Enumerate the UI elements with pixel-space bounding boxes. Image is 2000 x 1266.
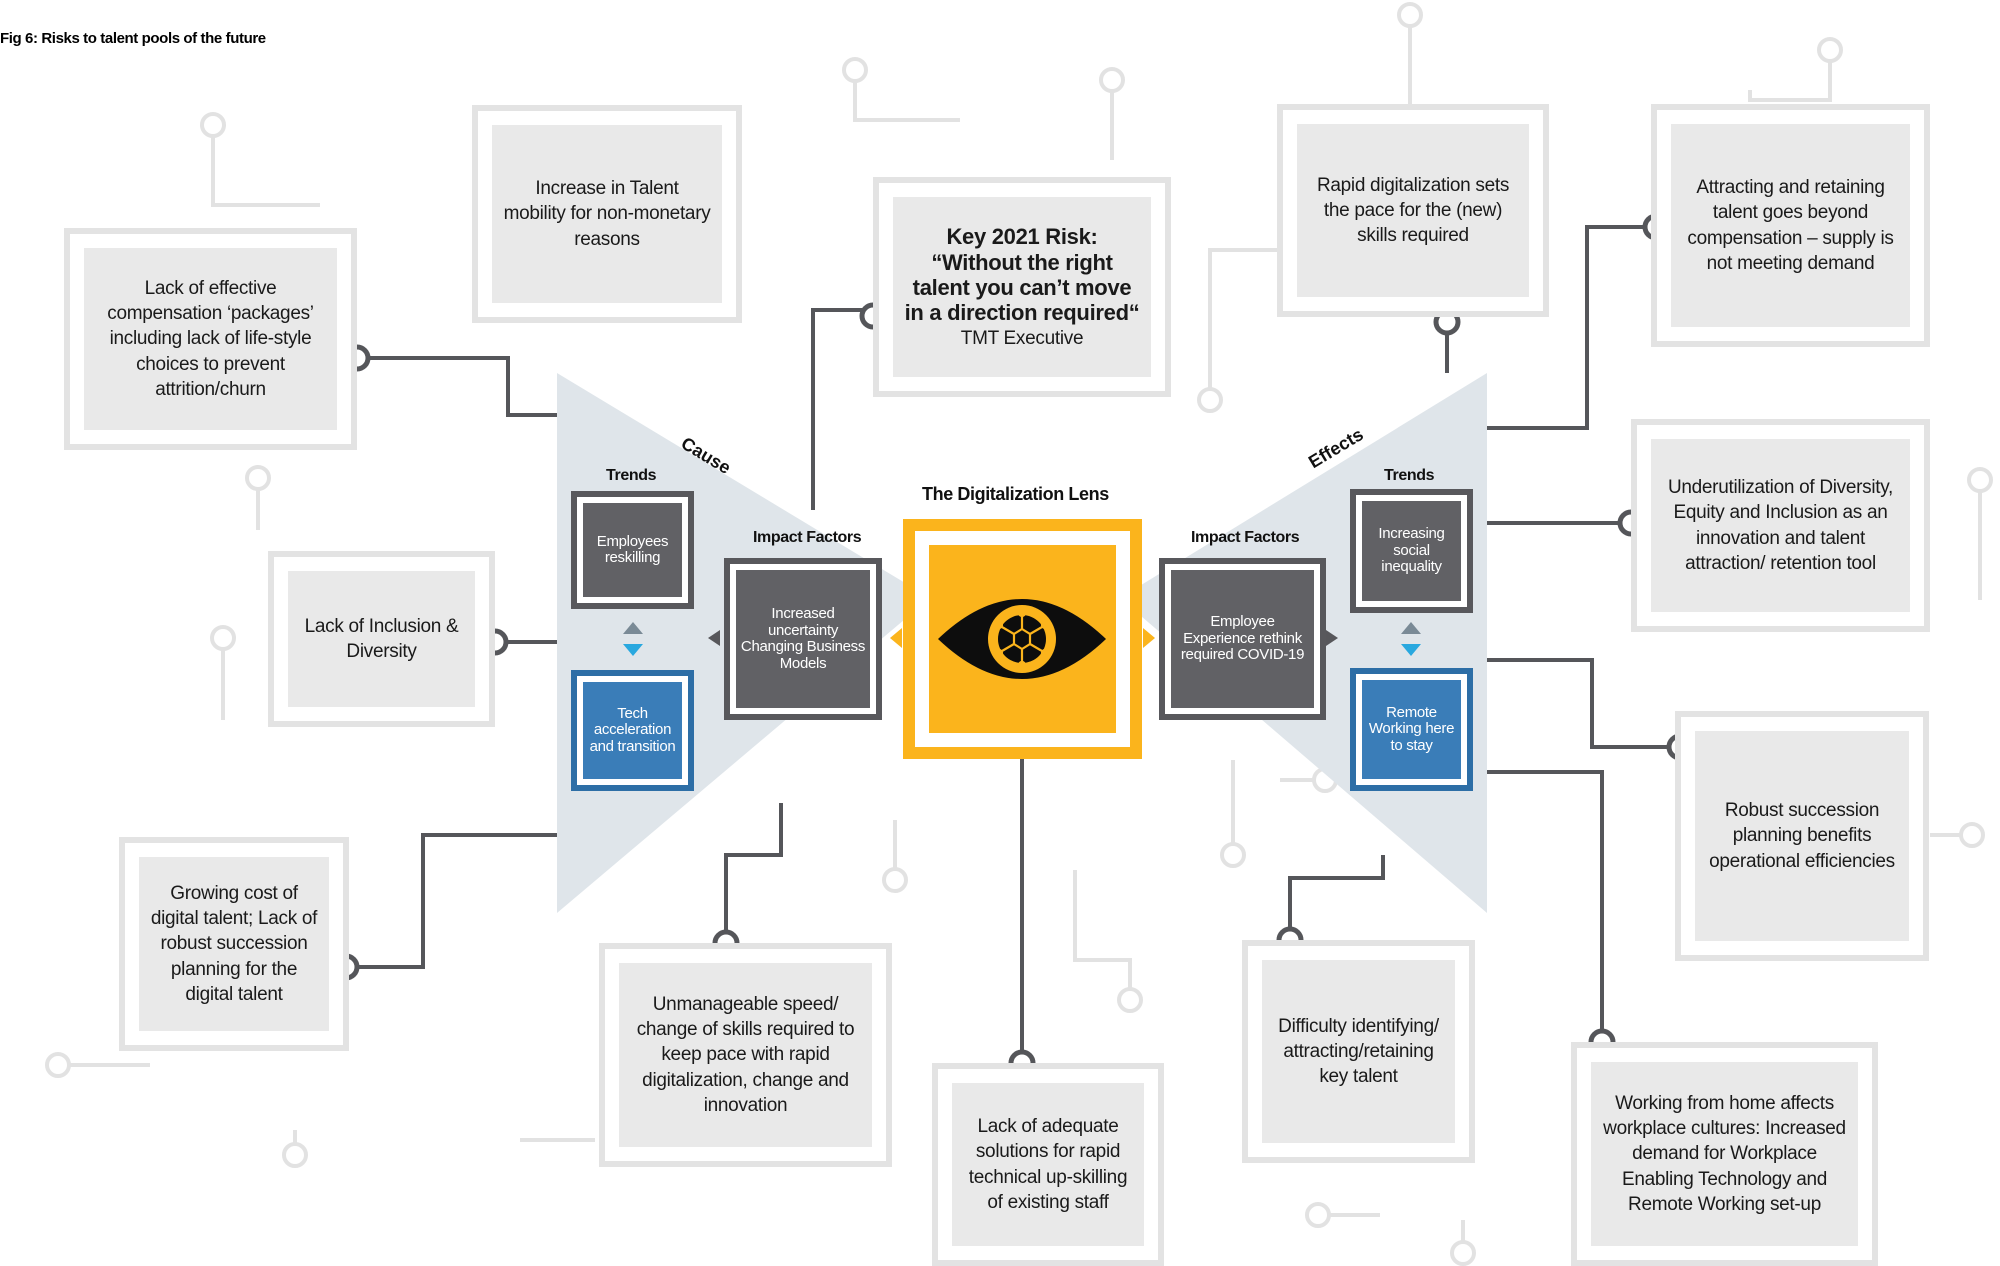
connectors: [346, 225, 1680, 1063]
box-difficulty: Difficulty identifying/ attracting/retai…: [1242, 940, 1475, 1163]
box-underutilization: Underutilization of Diversity, Equity an…: [1631, 419, 1930, 632]
background-circuit: [45, 2, 1993, 1266]
effects-impact-text: Employee Experience rethink required COV…: [1171, 570, 1314, 708]
box-rapid-digital: Rapid digitalization sets the pace for t…: [1277, 104, 1549, 317]
network-icon: [994, 608, 1050, 670]
effects-trend-tile-bottom: Remote Working here to stay: [1350, 668, 1473, 791]
box-talent-mobility-text: Increase in Talent mobility for non-mone…: [492, 125, 722, 303]
box-compensation: Lack of effective compensation ‘packages…: [64, 228, 357, 450]
box-talent-mobility: Increase in Talent mobility for non-mone…: [472, 105, 742, 323]
box-difficulty-text: Difficulty identifying/ attracting/retai…: [1262, 960, 1455, 1143]
cause-trend-top-text: Employees reskilling: [583, 503, 682, 597]
box-wfh-text: Working from home affects workplace cult…: [1591, 1062, 1858, 1246]
box-attracting: Attracting and retaining talent goes bey…: [1651, 104, 1930, 347]
box-attracting-text: Attracting and retaining talent goes bey…: [1671, 124, 1910, 327]
box-upskilling-text: Lack of adequate solutions for rapid tec…: [952, 1083, 1144, 1246]
effects-trend-tile-top: Increasing social inequality: [1350, 489, 1473, 613]
cause-trend-tile-top: Employees reskilling: [571, 491, 694, 609]
key-risk-source: TMT Executive: [960, 327, 1084, 349]
box-wfh: Working from home affects workplace cult…: [1571, 1042, 1878, 1266]
effects-trend-bottom-text: Remote Working here to stay: [1362, 680, 1461, 779]
effects-updown-arrows: [1401, 622, 1421, 656]
box-inclusion-text: Lack of Inclusion & Diversity: [288, 571, 475, 707]
cause-updown-arrows: [623, 622, 643, 656]
figure-title: Fig 6: Risks to talent pools of the futu…: [0, 30, 266, 47]
box-underutilization-text: Underutilization of Diversity, Equity an…: [1651, 439, 1910, 612]
box-unmanageable: Unmanageable speed/ change of skills req…: [599, 943, 892, 1167]
cause-trends-label: Trends: [606, 467, 657, 484]
box-inclusion: Lack of Inclusion & Diversity: [268, 551, 495, 727]
box-unmanageable-text: Unmanageable speed/ change of skills req…: [619, 963, 872, 1147]
pointer-left: [708, 630, 720, 646]
effects-trends-label: Trends: [1384, 467, 1435, 484]
lens-pointer-right: [1143, 628, 1155, 648]
cause-impact-tile: Increased uncertainty Changing Business …: [724, 558, 882, 720]
key-risk-title: Key 2021 Risk: “Without the right talent…: [904, 224, 1140, 326]
effects-impact-label: Impact Factors: [1191, 529, 1300, 546]
effects-trend-top-text: Increasing social inequality: [1362, 501, 1461, 601]
cause-trend-tile-bottom: Tech acceleration and transition: [571, 670, 694, 791]
box-rapid-digital-text: Rapid digitalization sets the pace for t…: [1297, 124, 1529, 297]
box-succession: Robust succession planning benefits oper…: [1675, 711, 1929, 961]
lens-pointer-left: [890, 628, 902, 648]
lens-title: The Digitalization Lens: [922, 484, 1109, 504]
box-upskilling: Lack of adequate solutions for rapid tec…: [932, 1063, 1164, 1266]
box-succession-text: Robust succession planning benefits oper…: [1695, 731, 1909, 941]
key-risk-text: Key 2021 Risk: “Without the right talent…: [893, 197, 1151, 377]
key-risk-box: Key 2021 Risk: “Without the right talent…: [873, 177, 1171, 397]
effects-impact-tile: Employee Experience rethink required COV…: [1159, 558, 1326, 720]
digitalization-lens: [903, 519, 1142, 759]
cause-trend-bottom-text: Tech acceleration and transition: [583, 682, 682, 779]
box-growing-cost-text: Growing cost of digital talent; Lack of …: [139, 857, 329, 1031]
box-compensation-text: Lack of effective compensation ‘packages…: [84, 248, 337, 430]
box-growing-cost: Growing cost of digital talent; Lack of …: [119, 837, 349, 1051]
pointer-right: [1326, 630, 1338, 646]
cause-impact-text: Increased uncertainty Changing Business …: [736, 570, 870, 708]
cause-impact-label: Impact Factors: [753, 529, 862, 546]
